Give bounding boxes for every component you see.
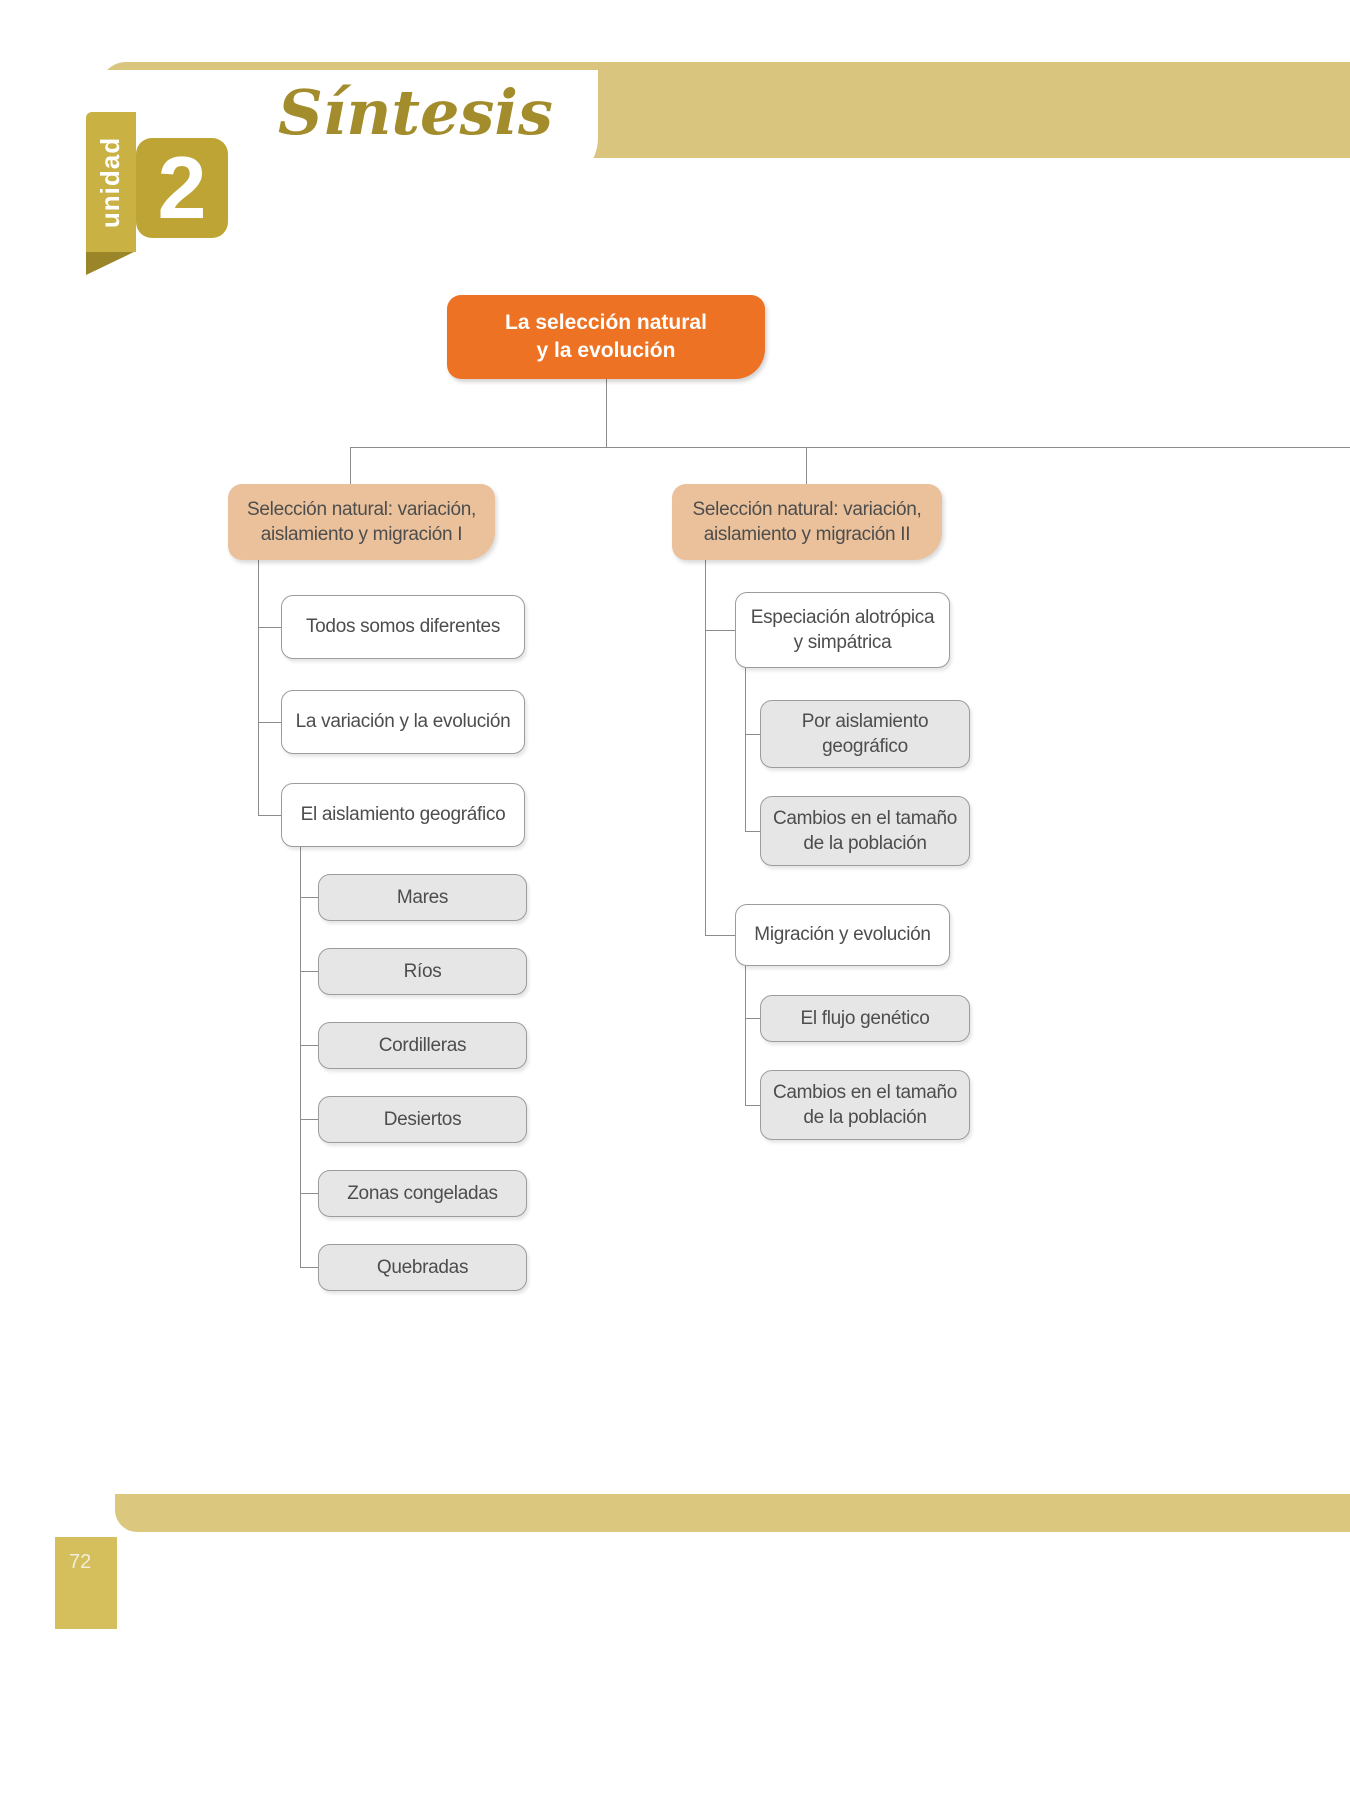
child-node: Especiación alotrópica y simpátrica	[735, 592, 950, 668]
leaf-node: Zonas congeladas	[318, 1170, 527, 1217]
branch-node-2: Selección natural: variación, aislamient…	[672, 484, 942, 560]
connector	[258, 627, 281, 628]
connector	[745, 1018, 760, 1019]
connector	[300, 1267, 318, 1268]
child-node-label: El aislamiento geográfico	[300, 804, 506, 826]
leaf-node: Mares	[318, 874, 527, 921]
leaf-node: Cambios en el tamaño de la población	[760, 1070, 970, 1140]
leaf-node-label: Cordilleras	[378, 1034, 467, 1056]
connector	[300, 897, 318, 898]
leaf-node: Quebradas	[318, 1244, 527, 1291]
child-node-label: Migración y evolución	[754, 924, 931, 946]
leaf-node-label: Desiertos	[383, 1108, 462, 1130]
connector	[745, 734, 760, 735]
child-node: La variación y la evolución	[281, 690, 525, 754]
connector	[258, 560, 259, 815]
connector	[705, 560, 706, 935]
child-node-label: Todos somos diferentes	[305, 616, 501, 638]
leaf-node: Cambios en el tamaño de la población	[760, 796, 970, 866]
connector	[705, 630, 735, 631]
root-node-label: La selección natural y la evolución	[505, 311, 707, 362]
leaf-node-label: Cambios en el tamaño de la población	[772, 1081, 958, 1128]
unit-ribbon-fold	[86, 251, 136, 275]
leaf-node: Por aislamiento geográfico	[760, 700, 970, 768]
leaf-node-label: Cambios en el tamaño de la población	[772, 807, 958, 854]
connector	[806, 447, 807, 484]
connector	[350, 447, 1350, 448]
connector	[745, 668, 746, 831]
leaf-node: El flujo genético	[760, 995, 970, 1042]
leaf-node: Cordilleras	[318, 1022, 527, 1069]
page-number: 72	[69, 1551, 92, 1573]
child-node-label: Especiación alotrópica y simpátrica	[750, 606, 935, 653]
leaf-node-label: Ríos	[403, 960, 442, 982]
connector	[745, 1105, 760, 1106]
unit-number-badge: 2	[136, 138, 228, 238]
connector	[300, 847, 301, 1267]
connector	[258, 815, 281, 816]
connector	[350, 447, 351, 484]
connector	[300, 971, 318, 972]
branch-node-label: Selección natural: variación, aislamient…	[692, 498, 922, 545]
root-node: La selección natural y la evolución	[447, 295, 765, 379]
connector	[606, 379, 607, 447]
leaf-node-label: Por aislamiento geográfico	[801, 710, 929, 757]
child-node: El aislamiento geográfico	[281, 783, 525, 847]
leaf-node: Ríos	[318, 948, 527, 995]
connector	[300, 1119, 318, 1120]
connector	[258, 722, 281, 723]
footer-band	[115, 1494, 1350, 1532]
leaf-node-label: Mares	[396, 886, 449, 908]
leaf-node: Desiertos	[318, 1096, 527, 1143]
child-node: Migración y evolución	[735, 904, 950, 966]
child-node: Todos somos diferentes	[281, 595, 525, 659]
connector	[300, 1045, 318, 1046]
connector	[705, 935, 735, 936]
leaf-node-label: Zonas congeladas	[347, 1182, 498, 1204]
unit-ribbon: unidad	[86, 112, 136, 252]
page-number-badge: 72	[55, 1537, 117, 1629]
connector	[300, 1193, 318, 1194]
leaf-node-label: Quebradas	[376, 1256, 469, 1278]
connector	[745, 831, 760, 832]
branch-node-1: Selección natural: variación, aislamient…	[228, 484, 495, 560]
branch-node-label: Selección natural: variación, aislamient…	[247, 498, 476, 545]
connector	[745, 966, 746, 1105]
child-node-label: La variación y la evolución	[295, 711, 511, 733]
unit-number: 2	[157, 138, 207, 237]
page-title: Síntesis	[278, 76, 553, 149]
leaf-node-label: El flujo genético	[800, 1007, 930, 1029]
unit-label: unidad	[95, 136, 126, 228]
